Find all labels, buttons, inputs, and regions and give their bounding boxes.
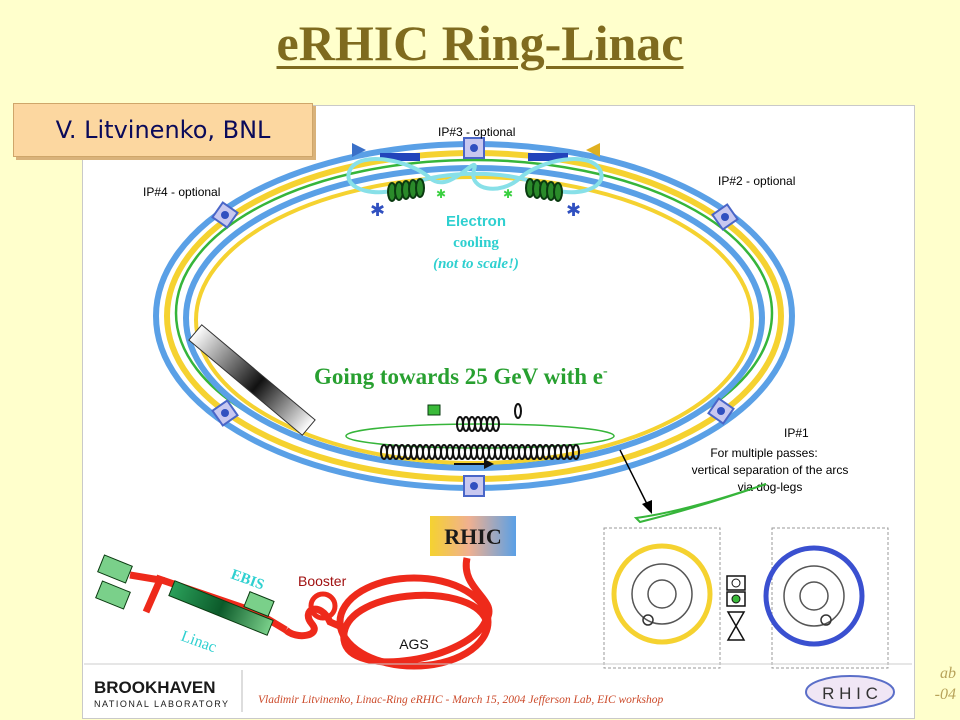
ip1-label: IP#1 <box>784 426 809 440</box>
linac-label: Linac <box>179 628 219 656</box>
ip-markers <box>211 137 739 497</box>
rhic-label: RHIC <box>444 524 501 549</box>
ebis-label: EBIS <box>229 567 267 594</box>
rhic-box: RHIC <box>430 516 516 556</box>
ip3-marker <box>463 137 485 159</box>
cooling-solenoid-left <box>387 178 425 202</box>
bnl-logo-line1: BROOKHAVEN <box>94 678 216 697</box>
blue-ring-outer <box>153 141 795 491</box>
ring-direction-arrow-left <box>352 143 366 157</box>
collider-rings <box>153 141 795 491</box>
cooling-star-right: ✱ <box>566 200 581 220</box>
rhic-logo-text: R H I C <box>822 684 878 703</box>
booster-label: Booster <box>298 573 347 589</box>
energy-recovery-linac <box>188 324 316 436</box>
ring-direction-arrow-right <box>586 143 600 157</box>
magnet-blue-cross-section <box>763 545 865 647</box>
cooling-label-line3: (not to scale!) <box>433 256 519 272</box>
magnet-cross-sections <box>603 527 889 669</box>
cooling-label-line1: Electron <box>446 213 506 230</box>
ip2-label: IP#2 - optional <box>718 174 795 188</box>
rhic-logo: R H I C <box>805 675 895 709</box>
ip4-label: IP#4 - optional <box>143 185 220 199</box>
ip1-marker <box>707 397 735 425</box>
footer-citation: Vladimir Litvinenko, Linac-Ring eRHIC - … <box>258 694 663 706</box>
dogleg-note-line3: via dog-legs <box>738 480 803 494</box>
svg-text:✱: ✱ <box>436 187 446 201</box>
cooling-solenoid-right <box>525 178 563 202</box>
electron-cooling-section: ✱ ✱ ✱ ✱ <box>346 153 604 220</box>
ip4-marker <box>211 201 239 229</box>
corner-text-2: -04 <box>934 686 956 703</box>
recirc-solenoid-upper <box>456 403 522 432</box>
cooling-label-line2: cooling <box>453 235 499 251</box>
cooling-star-left: ✱ <box>370 200 385 220</box>
author-badge: V. Litvinenko, BNL <box>13 103 313 157</box>
ip2-marker <box>711 203 739 231</box>
dogleg-note-line1: For multiple passes: <box>710 446 817 460</box>
ip-bottom-marker <box>463 475 485 497</box>
footer-bar: BROOKHAVEN NATIONAL LABORATORY Vladimir … <box>84 663 912 712</box>
ags-label: AGS <box>399 636 429 652</box>
recirculation-section <box>345 403 615 469</box>
svg-text:✱: ✱ <box>503 187 513 201</box>
magnet-yellow-cross-section <box>611 543 713 645</box>
recirc-solenoid-long <box>380 444 580 460</box>
energy-headline: Going towards 25 GeV with e- <box>314 364 608 389</box>
ags-ring <box>336 574 492 670</box>
bnl-logo-line2: NATIONAL LABORATORY <box>94 699 230 709</box>
ip-left-lower-marker <box>211 399 239 427</box>
dogleg-note-line2: vertical separation of the arcs <box>692 463 849 477</box>
ip3-label: IP#3 - optional <box>438 125 515 139</box>
injector-linac <box>95 554 275 636</box>
booster-ring <box>308 591 338 621</box>
slide-title: eRHIC Ring-Linac <box>276 15 684 71</box>
corner-text-1: ab <box>940 665 956 682</box>
dogleg-annotation: For multiple passes: vertical separation… <box>619 446 849 524</box>
magnet-center-stack <box>726 575 746 641</box>
recirc-magnet-small <box>427 404 441 416</box>
